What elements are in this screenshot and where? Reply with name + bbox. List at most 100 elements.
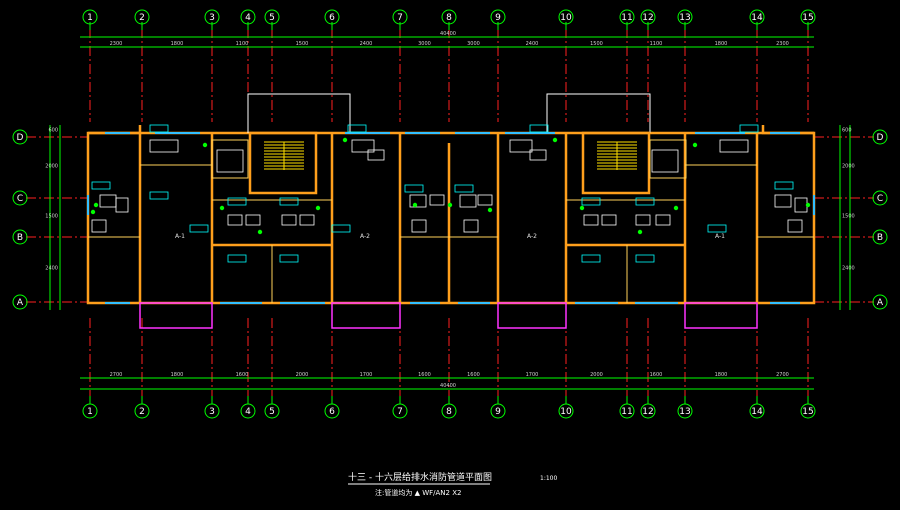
axis-bubble-col-14-top [749,9,765,25]
pipe-tag-8 [227,254,247,263]
axis-label-col-1-bottom: 1 [87,407,93,417]
dim-top-0: 2300 [110,41,123,47]
axis-label-row-B-left: B [17,233,23,243]
fixture-16 [655,214,671,226]
pipe-tag-10 [404,184,424,193]
dim-left-2: 1500 [45,214,58,220]
axis-label-col-14-top: 14 [751,13,763,23]
dim-top-8: 1500 [590,41,603,47]
axis-bubble-row-B-left [12,229,28,245]
dim-top-11: 2300 [776,41,789,47]
dim-top-3: 1500 [296,41,309,47]
axis-bubble-col-4-bottom [240,403,256,419]
fixture-26 [216,149,244,173]
fixture-13 [583,214,599,226]
fixture-18 [794,197,808,213]
axis-label-col-5-top: 5 [269,13,275,23]
axis-label-row-B-right: B [877,233,883,243]
axis-label-col-9-top: 9 [495,13,501,23]
pipe-tag-5 [149,191,169,200]
fixture-12 [463,219,479,233]
axis-bubble-col-14-bottom [749,403,765,419]
pipe-tag-18 [189,224,209,233]
axis-label-row-C-left: C [17,194,23,204]
vertical-axis-lines [89,22,809,404]
dim-bottom-11: 2700 [776,372,789,378]
pipe-tag-13 [635,197,655,206]
axis-bubble-col-6-bottom [324,403,340,419]
axis-label-col-8-bottom: 8 [446,407,452,417]
unit-label-a1-right: A-1 [715,233,725,240]
axis-label-col-10-bottom: 10 [560,407,572,417]
drawing-title: 十三 - 十六层给排水消防管道平面图 [348,471,492,483]
fixture-0 [99,194,117,208]
axis-bubbles: 1122334455667788991010111112121313141415… [12,9,888,419]
dim-left-3: 2400 [45,266,58,272]
riser-dot-14 [342,137,348,143]
axis-bubble-col-3-bottom [204,403,220,419]
fixture-27 [651,149,679,173]
plumbing-fixtures [90,124,811,263]
riser-dot-9 [637,229,643,235]
axis-bubble-col-3-top [204,9,220,25]
axis-bubble-col-2-top [134,9,150,25]
dim-bottom-9: 1600 [650,372,663,378]
pipe-tag-16 [774,181,794,190]
unit-label-a2-right: A-2 [527,233,537,240]
pipe-tag-14 [581,254,601,263]
axis-bubble-row-D-right [872,129,888,145]
pipe-tag-0 [149,124,169,133]
axis-bubble-col-9-top [490,9,506,25]
axis-bubble-col-7-top [392,9,408,25]
fixture-10 [477,194,493,206]
dim-top-4: 2400 [360,41,373,47]
riser-dot-12 [202,142,208,148]
dim-top-2: 1100 [236,41,249,47]
axis-bubble-col-5-bottom [264,403,280,419]
axis-label-col-4-top: 4 [245,13,251,23]
pipe-tag-19 [707,224,727,233]
pipe-tag-9 [279,254,299,263]
pipe-tag-2 [529,124,549,133]
pipe-tag-6 [227,197,247,206]
axis-bubble-row-A-right [872,294,888,310]
dim-top-7: 2400 [526,41,539,47]
fixture-8 [429,194,445,206]
fixture-22 [367,149,385,161]
dim-right-0: 600 [842,128,852,134]
fixture-4 [245,214,261,226]
dim-top-5: 3000 [418,41,431,47]
riser-dot-5 [412,202,418,208]
riser-dot-13 [692,142,698,148]
riser-dot-0 [93,202,99,208]
dim-bottom-0: 2700 [110,372,123,378]
fixture-24 [529,149,547,161]
unit-label-a2-left: A-2 [360,233,370,240]
dim-right-1: 2000 [842,164,855,170]
axis-bubble-row-D-left [12,129,28,145]
fixture-11 [411,219,427,233]
axis-label-col-12-top: 12 [642,13,653,23]
dim-bottom-7: 1700 [526,372,539,378]
axis-bubble-col-4-top [240,9,256,25]
axis-label-col-7-top: 7 [397,13,403,23]
fixture-15 [635,214,651,226]
dim-left-1: 2000 [45,164,58,170]
axis-bubble-col-8-top [441,9,457,25]
riser-dot-4 [315,205,321,211]
axis-bubble-col-7-bottom [392,403,408,419]
dim-top-10: 1800 [715,41,728,47]
pipe-tag-4 [91,181,111,190]
axis-bubble-col-15-bottom [800,403,816,419]
dim-top-total: 40400 [440,31,456,37]
windows [87,132,815,304]
axis-bubble-col-13-bottom [677,403,693,419]
dim-bottom-8: 2000 [590,372,603,378]
fixture-7 [409,194,427,208]
axis-bubble-col-12-bottom [640,403,656,419]
fixture-25 [719,139,749,153]
dim-left-0: 600 [48,128,58,134]
dim-bottom-1: 1800 [171,372,184,378]
dim-bottom-10: 1800 [715,372,728,378]
dim-bottom-total: 40400 [440,383,456,389]
